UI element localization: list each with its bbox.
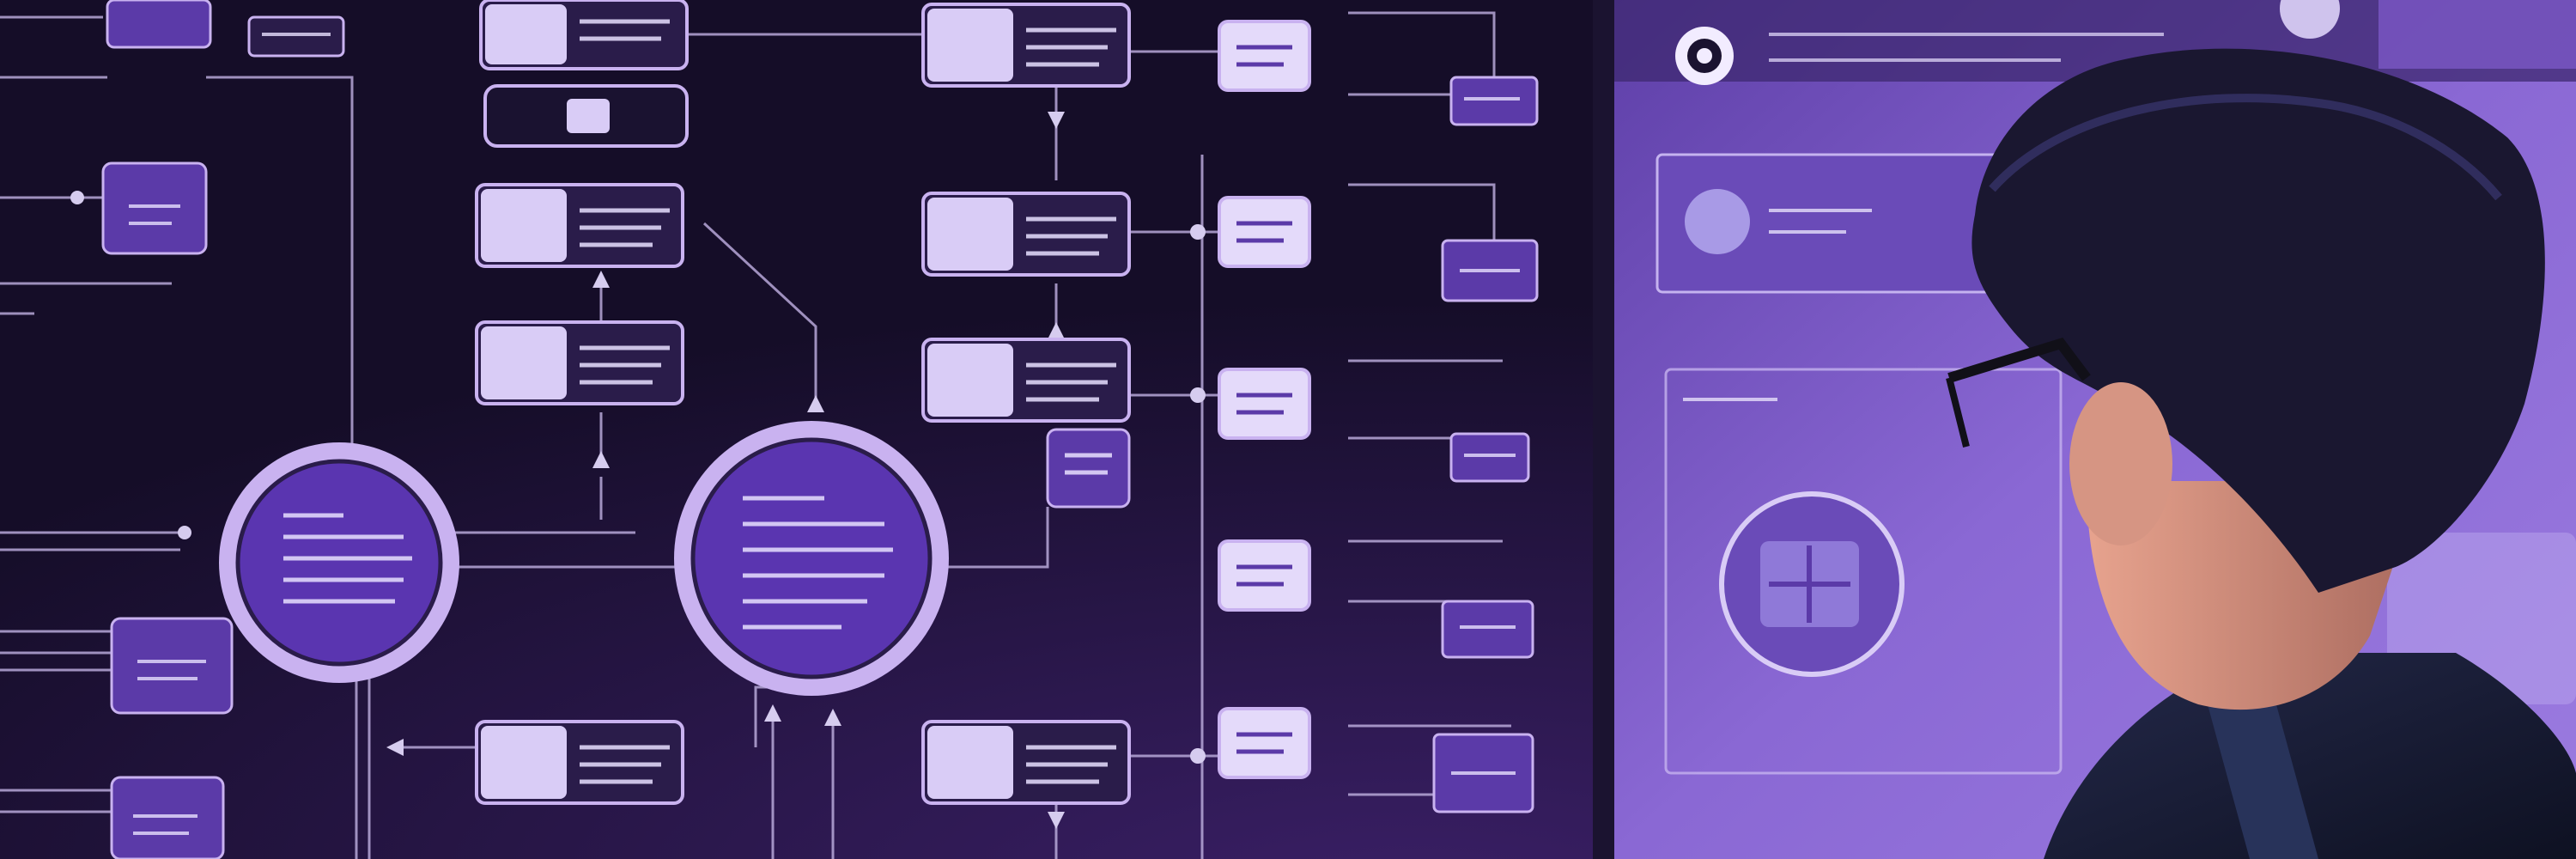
avatar-icon (1685, 189, 1750, 254)
node (1449, 76, 1539, 126)
node (1449, 432, 1530, 483)
node (1218, 20, 1311, 92)
node (1218, 539, 1311, 612)
node (110, 776, 225, 859)
node (110, 617, 234, 715)
node (483, 84, 689, 148)
connector-arrows (70, 112, 1206, 829)
node-group-left (101, 0, 345, 859)
node (1218, 368, 1311, 440)
hub-circle (219, 442, 459, 683)
node (1441, 600, 1534, 659)
node (106, 0, 212, 49)
person-figure (1946, 48, 2576, 859)
node-group-col4 (1218, 20, 1539, 813)
node (1046, 428, 1131, 509)
node (247, 15, 345, 58)
node-group-col2 (475, 0, 689, 805)
node (1218, 196, 1311, 268)
node-group-col3 (921, 3, 1131, 805)
hub-circle (674, 421, 949, 696)
glasses (1947, 338, 2091, 383)
node (479, 0, 689, 70)
node (101, 161, 208, 255)
node (1218, 707, 1311, 779)
